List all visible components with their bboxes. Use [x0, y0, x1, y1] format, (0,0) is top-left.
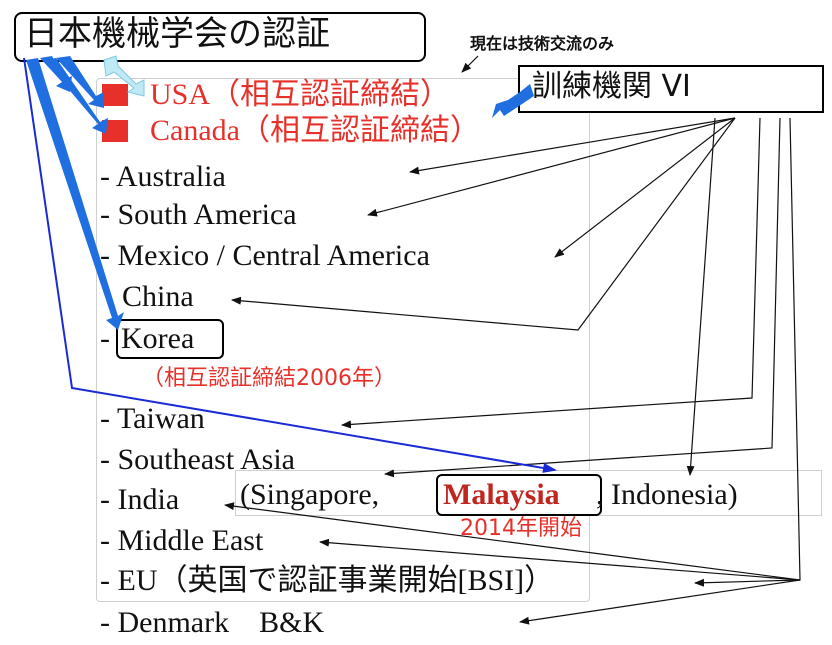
list-frame [96, 78, 590, 602]
arrow-to-china [231, 117, 736, 331]
malaysia-start-note: 2014年開始 [460, 516, 582, 541]
sea-countries-close: , Indonesia) [596, 478, 738, 511]
arrow-blue-canada [44, 58, 108, 134]
arrow-to-south-america [367, 117, 736, 217]
arrow-blue-training [492, 84, 534, 118]
region-australia: - Australia [100, 160, 226, 193]
region-denmark: - Denmark B&K [100, 606, 325, 639]
jsme-blue-arrows [26, 56, 534, 330]
training-org-label: 訓練機関 VI [532, 69, 691, 104]
arrow-to-middle-east [319, 538, 801, 581]
region-eu: - EU（英国で認証事業開始[BSI]） [100, 564, 555, 597]
note-pointer [461, 55, 479, 73]
arrow-to-indonesia [686, 117, 716, 476]
region-usa: USA（相互認証締結） [150, 78, 451, 111]
training-org-box [518, 65, 824, 113]
korea-agreement-note: （相互認証締結2006年） [142, 366, 396, 391]
region-korea-dash: - [100, 322, 110, 355]
region-mexico-central-america: - Mexico / Central America [100, 239, 430, 272]
region-china: China [122, 280, 194, 313]
region-southeast-asia: - Southeast Asia [100, 443, 295, 476]
jsme-cyan-arrow [103, 55, 145, 97]
training-org-arrows [224, 55, 801, 625]
region-india: - India [100, 483, 180, 516]
jsme-title-box [14, 12, 426, 62]
canada-marker-icon [102, 120, 128, 142]
malaysia-label: Malaysia [443, 478, 560, 511]
malaysia-box [436, 474, 602, 516]
arrow-blue-usa-b [56, 56, 104, 108]
arrow-blue-korea [26, 58, 124, 330]
region-south-america: - South America [100, 198, 297, 231]
usa-marker-icon [102, 84, 128, 106]
arrow-to-india [224, 117, 801, 581]
arrow-to-southeast-asia [384, 117, 781, 478]
arrow-to-australia [409, 117, 736, 175]
arrow-to-mexico [554, 117, 736, 258]
arrow-to-eu [694, 578, 801, 587]
arrow-to-taiwan [341, 117, 761, 429]
region-middle-east: - Middle East [100, 524, 264, 557]
sea-countries-open: (Singapore, [240, 478, 380, 511]
arrow-to-denmark [519, 579, 801, 625]
region-korea: Korea [121, 322, 195, 355]
region-canada: Canada（相互認証締結） [150, 114, 480, 147]
tech-exchange-note: 現在は技術交流のみ [470, 34, 615, 53]
korea-box [116, 319, 224, 359]
arrow-to-malaysia [23, 57, 557, 473]
jsme-title: 日本機械学会の認証 [24, 14, 330, 54]
